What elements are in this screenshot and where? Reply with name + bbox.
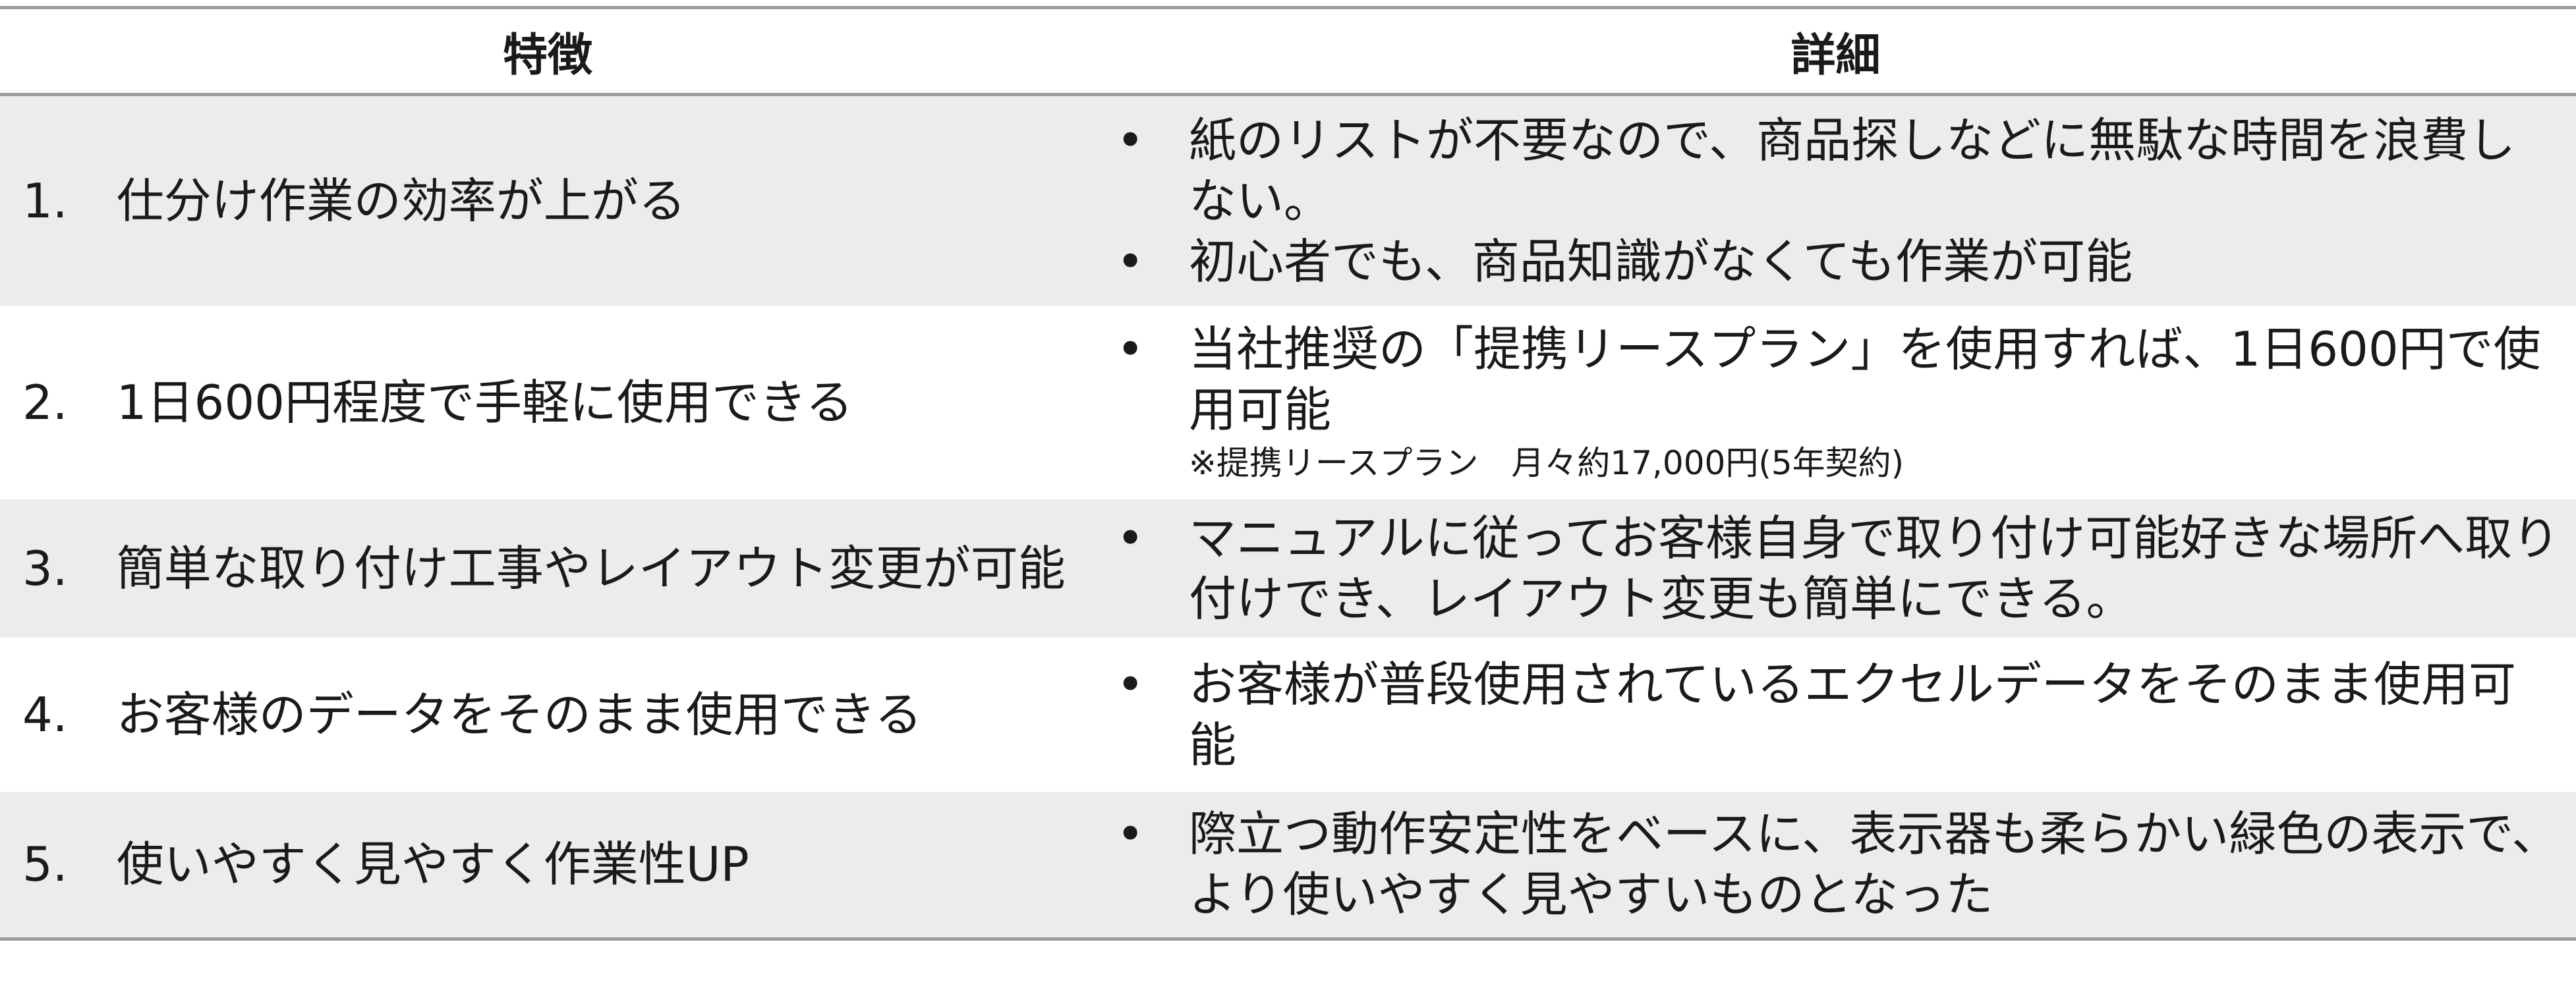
detail-text: マニュアルに従ってお客様自身で取り付け可能好きな場所へ取り付けでき、レイアウト変… (1189, 510, 2560, 626)
bullet-icon: • (1116, 806, 1145, 862)
detail-cell: • 当社推奨の「提携リースプラン」を使用すれば、1日600円で使用可能 ※提携リース… (1095, 307, 2576, 498)
feature-table: 特徴 詳細 1. 仕分け作業の効率が上がる • 紙のリストが不要なので、商品探しなど… (0, 6, 2576, 941)
feature-number: 1. (22, 173, 68, 229)
detail-item: • 紙のリストが不要なので、商品探しなどに無駄な時間を浪費しない。 (1095, 110, 2563, 231)
header-feature: 特徴 (502, 30, 592, 82)
detail-list: • マニュアルに従ってお客様自身で取り付け可能好きな場所へ取り付けでき、レイアウト… (1095, 508, 2563, 629)
feature-text: 仕分け作業の効率が上がる (116, 173, 686, 229)
detail-list: • 紙のリストが不要なので、商品探しなどに無駄な時間を浪費しない。 • 初心者でも、… (1095, 110, 2563, 292)
header-detail: 詳細 (1790, 30, 1881, 82)
detail-cell: • お客様が普段使用されているエクセルデータをそのまま使用可能 (1095, 639, 2576, 790)
bullet-icon: • (1116, 321, 1145, 377)
detail-list: • お客様が普段使用されているエクセルデータをそのまま使用可能 (1095, 654, 2563, 775)
table-row: 3. 簡単な取り付け工事やレイアウト変更が可能 • マニュアルに従ってお客様自身で取… (0, 497, 2576, 639)
bullet-icon: • (1116, 112, 1145, 168)
detail-text: 際立つ動作安定性をベースに、表示器も柔らかい緑色の表示で、より使いやすく見やすい… (1189, 806, 2560, 923)
detail-note: ※提携リースプラン 月々約17,000円(5年契約) (1189, 443, 1904, 482)
feature-number: 3. (22, 540, 68, 596)
bullet-icon: • (1116, 510, 1145, 566)
table-body: 1. 仕分け作業の効率が上がる • 紙のリストが不要なので、商品探しなどに無駄な時間… (0, 94, 2576, 939)
detail-list: • 際立つ動作安定性をベースに、表示器も柔らかい緑色の表示で、より使いやすく見やす… (1095, 804, 2563, 925)
feature-cell: 3. 簡単な取り付け工事やレイアウト変更が可能 (0, 498, 1095, 639)
detail-text: お客様が普段使用されているエクセルデータをそのまま使用可能 (1189, 656, 2516, 773)
bullet-icon: • (1116, 233, 1145, 289)
table-row: 4. お客様のデータをそのまま使用できる • お客様が普段使用されているエクセルデー… (0, 639, 2576, 790)
bullet-icon: • (1116, 656, 1145, 712)
detail-cell: • 紙のリストが不要なので、商品探しなどに無駄な時間を浪費しない。 • 初心者でも、… (1095, 95, 2576, 307)
header-row: 特徴 詳細 (0, 7, 2576, 95)
detail-list: • 当社推奨の「提携リースプラン」を使用すれば、1日600円で使用可能 ※提携リース… (1095, 319, 2563, 486)
feature-text: お客様のデータをそのまま使用できる (116, 686, 923, 742)
detail-cell: • 際立つ動作安定性をベースに、表示器も柔らかい緑色の表示で、より使いやすく見やす… (1095, 790, 2576, 939)
feature-cell: 1. 仕分け作業の効率が上がる (0, 95, 1095, 307)
detail-item: • マニュアルに従ってお客様自身で取り付け可能好きな場所へ取り付けでき、レイアウト… (1095, 508, 2563, 629)
feature-text: 簡単な取り付け工事やレイアウト変更が可能 (116, 540, 1066, 596)
feature-number: 2. (22, 374, 68, 430)
table-row: 1. 仕分け作業の効率が上がる • 紙のリストが不要なので、商品探しなどに無駄な時間… (0, 94, 2576, 307)
feature-text: 1日600円程度で手軽に使用できる (116, 374, 853, 430)
feature-cell: 2. 1日600円程度で手軽に使用できる (0, 307, 1095, 498)
table-header: 特徴 詳細 (0, 7, 2576, 95)
table-row: 2. 1日600円程度で手軽に使用できる • 当社推奨の「提携リースプラン」を使用す… (0, 307, 2576, 498)
feature-number: 4. (22, 686, 68, 742)
detail-text: 紙のリストが不要なので、商品探しなどに無駄な時間を浪費しない。 (1189, 112, 2516, 229)
detail-item: • 初心者でも、商品知識がなくても作業が可能 (1095, 231, 2563, 292)
feature-text: 使いやすく見やすく作業性UP (116, 837, 749, 893)
feature-cell: 5. 使いやすく見やすく作業性UP (0, 790, 1095, 939)
feature-number: 5. (22, 837, 68, 893)
detail-text: 当社推奨の「提携リースプラン」を使用すれば、1日600円で使用可能 (1189, 321, 2541, 437)
detail-cell: • マニュアルに従ってお客様自身で取り付け可能好きな場所へ取り付けでき、レイアウト… (1095, 498, 2576, 639)
table-row: 5. 使いやすく見やすく作業性UP • 際立つ動作安定性をベースに、表示器も柔らかい… (0, 790, 2576, 939)
detail-item: • 際立つ動作安定性をベースに、表示器も柔らかい緑色の表示で、より使いやすく見やす… (1095, 804, 2563, 925)
detail-text: 初心者でも、商品知識がなくても作業が可能 (1189, 233, 2133, 289)
detail-item: • 当社推奨の「提携リースプラン」を使用すれば、1日600円で使用可能 ※提携リース… (1095, 319, 2563, 486)
feature-cell: 4. お客様のデータをそのまま使用できる (0, 639, 1095, 790)
detail-item: • お客様が普段使用されているエクセルデータをそのまま使用可能 (1095, 654, 2563, 775)
